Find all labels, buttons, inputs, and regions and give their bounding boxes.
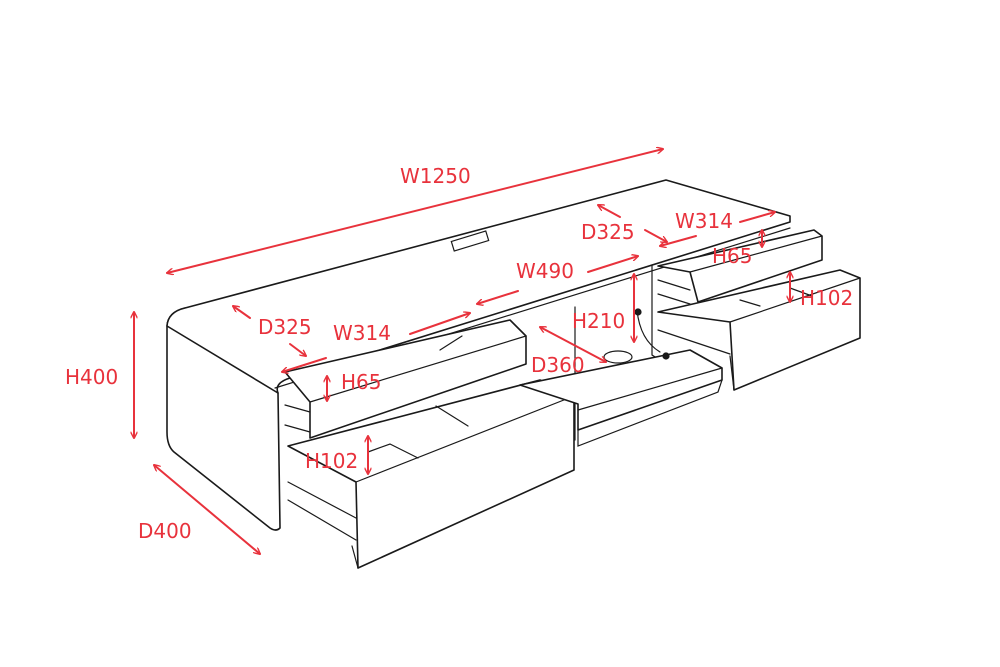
dimension-annotations: W1250 H400 D400 D325 W314 H65 H102 W490 … <box>65 149 853 554</box>
left-drawer-height-label: H102 <box>305 449 358 473</box>
right-tray-depth-arrow-bottom <box>644 229 667 242</box>
center-cable-hole <box>603 350 633 364</box>
overall-height-label: H400 <box>65 365 118 389</box>
right-tray-width-label: W314 <box>675 209 733 233</box>
center-width-arrow-right <box>587 256 638 273</box>
left-tray-height-label: H65 <box>341 370 382 394</box>
left-tray-width-label: W314 <box>333 321 391 345</box>
left-tray-width-arrow-left <box>282 357 327 372</box>
left-tray-depth-arrow-bottom <box>289 343 306 356</box>
overall-width-label: W1250 <box>400 164 471 188</box>
center-height-label: H210 <box>572 309 625 333</box>
center-depth-arrow <box>540 327 606 362</box>
overall-depth-label: D400 <box>138 519 192 543</box>
right-tray-width-arrow-right <box>739 212 775 223</box>
center-width-label: W490 <box>516 259 574 283</box>
center-width-arrow-left <box>477 290 519 304</box>
overall-width-arrow <box>167 149 663 273</box>
center-depth-label: D360 <box>531 353 585 377</box>
right-tray-depth-arrow-top <box>598 205 621 218</box>
right-tray-width-arrow-left <box>660 235 697 246</box>
left-tray-width-arrow-right <box>409 313 470 335</box>
right-tray-depth-label: D325 <box>581 220 635 244</box>
overall-depth-arrow <box>154 465 260 554</box>
right-tray-height-label: H65 <box>712 244 753 268</box>
left-tray-depth-arrow-top <box>233 306 251 319</box>
right-drawer-height-label: H102 <box>800 286 853 310</box>
left-tray-depth-label: D325 <box>258 315 312 339</box>
tv-board-drawing <box>166 179 861 569</box>
